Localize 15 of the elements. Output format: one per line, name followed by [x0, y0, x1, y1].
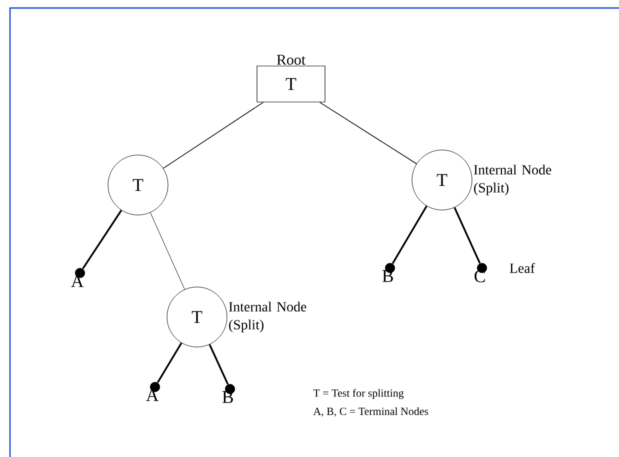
legend-note: A, B, C = Terminal Nodes	[313, 407, 428, 417]
tree-branch	[319, 102, 417, 164]
node-label: Root	[276, 54, 306, 65]
node-caption: Internal Node (Split)	[474, 164, 552, 196]
tree-branch	[208, 344, 229, 385]
tree-branch	[82, 210, 122, 270]
tree-branch	[392, 206, 428, 264]
tree-branch	[150, 212, 185, 290]
node-caption: Leaf	[510, 263, 535, 273]
tree-branch	[162, 102, 264, 169]
legend-note: T = Test for splitting	[313, 388, 404, 400]
node-caption: Internal Node (Split)	[228, 302, 306, 332]
root-box: Root T	[256, 54, 326, 102]
tree-branch	[454, 207, 481, 264]
tree-branch	[156, 342, 182, 383]
